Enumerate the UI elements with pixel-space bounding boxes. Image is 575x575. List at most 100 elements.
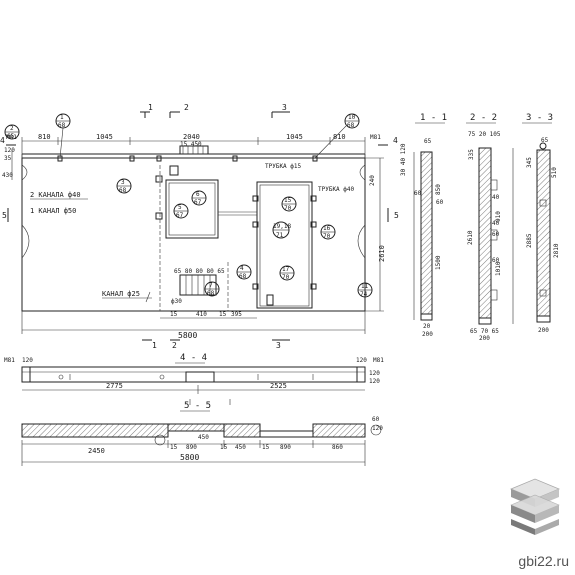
marker-7-68: 7 68 (204, 281, 220, 297)
svg-text:850: 850 (435, 184, 442, 195)
svg-text:120: 120 (369, 370, 380, 377)
svg-text:1: 1 (152, 341, 157, 350)
svg-text:15: 15 (284, 197, 292, 204)
svg-text:5: 5 (394, 211, 399, 220)
svg-text:120: 120 (369, 378, 380, 385)
svg-text:7: 7 (209, 282, 213, 289)
svg-text:60: 60 (436, 199, 444, 206)
svg-text:68: 68 (347, 122, 355, 129)
kanal25-label: КАНАЛ ф25 (102, 290, 140, 298)
d30-label: ф30 (171, 298, 182, 305)
top-small-dims: 15 450 (180, 141, 202, 148)
svg-text:15: 15 (262, 444, 270, 451)
section-5-5-title: 5 - 5 (184, 401, 211, 411)
marker-5-67: 5 67 (173, 203, 189, 219)
svg-text:4: 4 (393, 136, 398, 145)
svg-text:2: 2 (10, 125, 14, 132)
svg-text:20: 20 (423, 323, 431, 330)
bottom-small-dims: 65 80 80 80 65 (174, 268, 225, 275)
overall-height: 2610 (378, 245, 386, 262)
svg-text:11: 11 (361, 283, 369, 290)
s44-dim-1: 2775 (106, 382, 123, 390)
svg-text:60: 60 (492, 257, 500, 264)
section-2-2-title: 2 - 2 (470, 113, 497, 123)
height-small: 240 (369, 175, 376, 186)
svg-text:10: 10 (348, 114, 356, 121)
svg-text:65 70 65: 65 70 65 (470, 328, 499, 335)
svg-text:2810: 2810 (553, 243, 560, 258)
svg-text:200: 200 (479, 335, 490, 342)
svg-text:200: 200 (422, 331, 433, 338)
panel-plan: 810 1045 2040 1045 810 15 450 5800 15 41… (0, 103, 399, 350)
kanal50-label: 1 КАНАЛ ф50 (30, 207, 76, 215)
svg-text:6: 6 (196, 191, 200, 198)
s44-dim-2: 2525 (270, 382, 287, 390)
left-arc (21, 224, 30, 259)
svg-text:40: 40 (492, 220, 500, 227)
svg-text:74: 74 (360, 291, 368, 298)
svg-text:17: 17 (282, 266, 290, 273)
svg-text:450: 450 (198, 434, 209, 441)
svg-text:200: 200 (538, 327, 549, 334)
svg-text:15: 15 (170, 444, 178, 451)
top-dim-2: 1045 (96, 133, 113, 141)
marker-17-70: 17 70 (279, 265, 295, 281)
marker-19-18-71: 19,18 71 (272, 221, 291, 239)
svg-text:1: 1 (148, 103, 153, 112)
svg-text:4: 4 (0, 136, 5, 145)
svg-text:890: 890 (280, 444, 291, 451)
door-opening (256, 181, 313, 309)
m81-right: М81 (370, 134, 381, 141)
svg-text:70: 70 (323, 233, 331, 240)
svg-text:3: 3 (121, 179, 125, 186)
section-cut-marks: 1 2 3 4 4 5 5 1 2 3 (0, 103, 399, 350)
dim-410: 410 (196, 311, 207, 318)
svg-text:2885: 2885 (526, 233, 533, 248)
s55-overall: 5800 (180, 453, 199, 462)
overall-width: 5800 (178, 331, 197, 340)
svg-text:68: 68 (207, 290, 215, 297)
left-dim-3: 430 (2, 172, 13, 179)
svg-text:70: 70 (284, 205, 292, 212)
trubka40-label: ТРУБКА ф40 (318, 186, 355, 193)
svg-text:335: 335 (468, 149, 475, 160)
watermark: gbi22.ru (518, 553, 569, 569)
svg-text:120: 120 (372, 425, 383, 432)
svg-text:16: 16 (323, 225, 331, 232)
svg-text:19,18: 19,18 (273, 223, 291, 230)
marker-6-67: 6 67 (191, 190, 207, 206)
section-4-4: 4 - 4 2775 2525 М81 120 120 М81 120 120 (4, 353, 384, 405)
marker-15-70: 15 70 (281, 196, 297, 212)
svg-text:3: 3 (282, 103, 287, 112)
right-arc (357, 224, 366, 259)
left-dim-1: 120 (4, 147, 15, 154)
kanal40-label: 2 КАНАЛА ф40 (30, 191, 81, 199)
section-2-2: 2 - 2 75 20 105 335 40 40 60 910 60 1010… (466, 113, 514, 342)
svg-text:1010: 1010 (495, 261, 502, 276)
m81-left: М81 (6, 134, 17, 141)
section-5-5: 5 - 5 2450 15 890 15 450 15 890 860 450 … (21, 401, 383, 466)
top-dim-4: 1045 (286, 133, 303, 141)
svg-text:30 40 120: 30 40 120 (400, 143, 407, 176)
marker-2-65: 2 65 (4, 124, 20, 140)
svg-text:65: 65 (424, 138, 432, 145)
top-channel (179, 145, 209, 155)
left-dim-2: 35 (4, 155, 12, 162)
site-logo (509, 478, 561, 535)
marker-1-68: 1 68 (55, 113, 71, 159)
svg-text:890: 890 (186, 444, 197, 451)
marker-3-68: 3 68 (116, 178, 132, 194)
svg-text:2610: 2610 (467, 230, 474, 245)
panel-outline (21, 157, 366, 312)
svg-text:910: 910 (495, 211, 502, 222)
svg-text:3: 3 (276, 341, 281, 350)
dim-15a: 15 (170, 311, 178, 318)
marker-11-74: 11 74 (357, 282, 373, 298)
marker-4-68: 4 68 (236, 264, 252, 280)
marker-10-68: 10 68 (314, 113, 360, 159)
section-1-1: 1 - 1 65 30 40 120 60 60 850 1500 20 200 (400, 113, 447, 338)
top-dim-1: 810 (38, 133, 51, 141)
svg-text:120: 120 (22, 357, 33, 364)
svg-text:4: 4 (240, 265, 244, 272)
top-dim-5: 810 (333, 133, 346, 141)
